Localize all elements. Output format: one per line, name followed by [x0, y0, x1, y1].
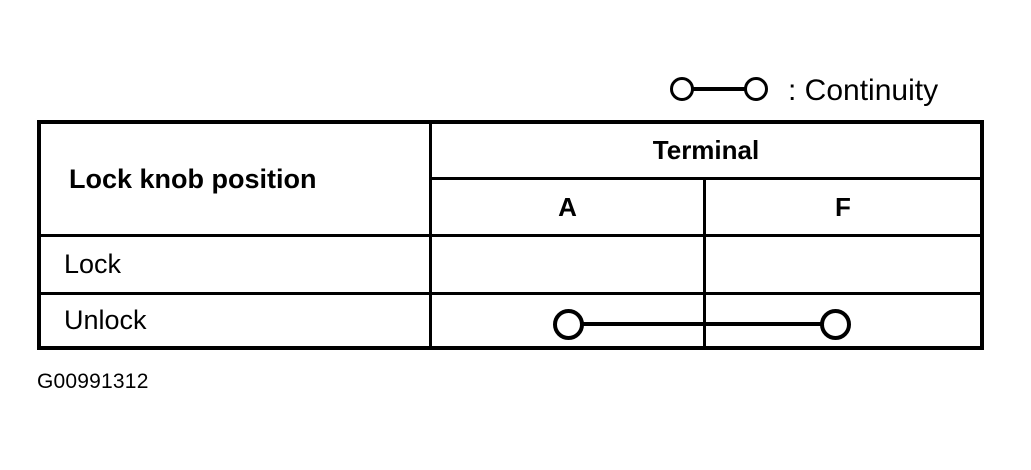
continuity-table: Lock knob position Terminal A F Lock Unl… — [37, 120, 984, 350]
table-row-unlock-label: Unlock — [41, 295, 429, 346]
table-vertical-rule-terminal-split — [703, 177, 706, 350]
table-row-lock-label-text: Lock — [64, 249, 122, 279]
continuity-symbol — [668, 75, 776, 107]
column-header-terminal-f: F — [706, 180, 980, 234]
table-horizontal-rule-header-bottom — [37, 234, 984, 237]
column-group-header-terminal-label: Terminal — [652, 135, 760, 165]
table-cell-unlock-terminal-f — [706, 295, 980, 346]
table-cell-unlock-terminal-a — [432, 295, 703, 346]
column-header-lock-knob-position-label: Lock knob position — [69, 163, 317, 194]
table-row-unlock-label-text: Unlock — [64, 305, 147, 335]
column-header-terminal-a-label: A — [558, 191, 577, 222]
continuity-terminal-circle-left-icon — [670, 77, 694, 101]
column-header-terminal-a: A — [432, 180, 703, 234]
table-row-lock-label: Lock — [41, 237, 429, 292]
figure-caption: G00991312 — [37, 370, 149, 393]
table-horizontal-rule-terminal — [429, 177, 984, 180]
continuity-legend: : Continuity — [668, 68, 1008, 114]
table-horizontal-rule-lock-bottom — [37, 292, 984, 295]
continuity-connector-line — [692, 87, 748, 91]
table-cell-lock-terminal-f — [706, 237, 980, 292]
column-header-lock-knob-position: Lock knob position — [41, 124, 429, 234]
continuity-legend-label: : Continuity — [788, 74, 939, 107]
table-cell-lock-terminal-a — [432, 237, 703, 292]
column-group-header-terminal: Terminal — [432, 124, 980, 177]
continuity-terminal-circle-right-icon — [744, 77, 768, 101]
column-header-terminal-f-label: F — [835, 191, 851, 222]
